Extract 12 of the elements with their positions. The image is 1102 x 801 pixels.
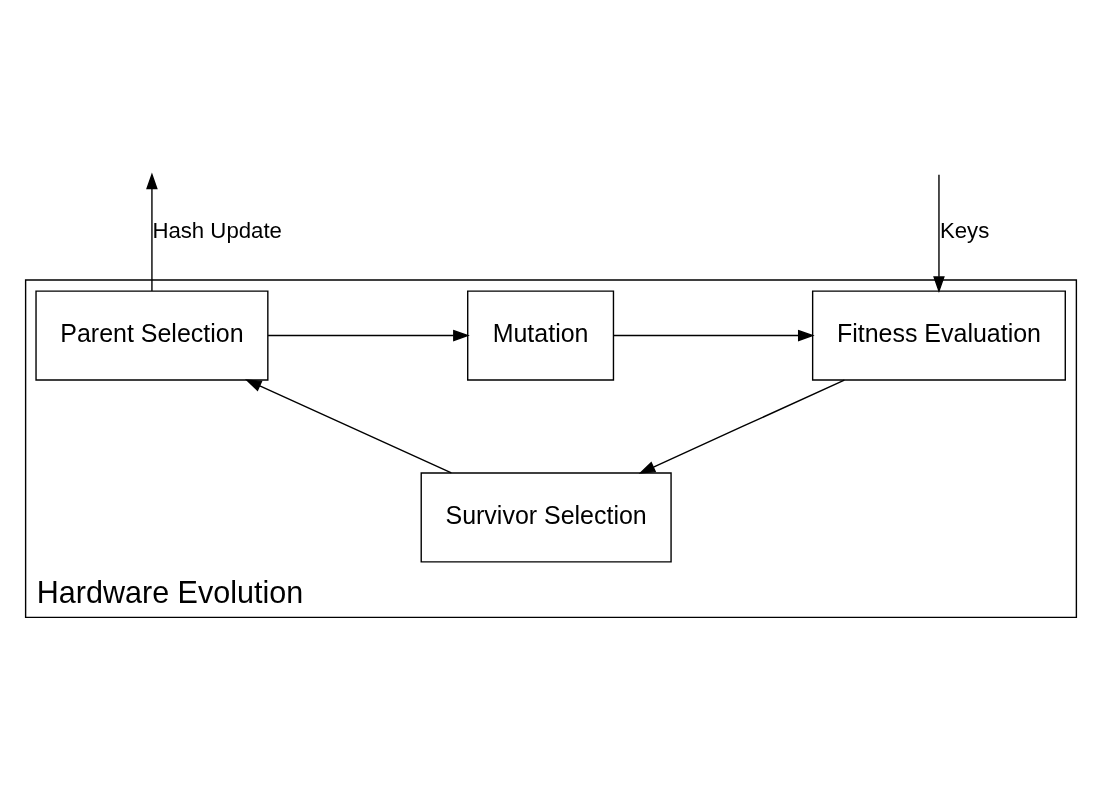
arrow [933,173,945,293]
node-box: Mutation [467,289,615,381]
arrow [613,329,815,341]
edge-label: Keys [939,217,990,243]
node-box: Parent Selection [35,289,269,381]
node-box: Survivor Selection [420,471,672,562]
arrow [146,172,158,292]
arrow [244,378,453,474]
arrow [267,329,470,341]
arrow [638,378,846,474]
node-box: Fitness Evaluation [811,289,1066,381]
edge-label: Hash Update [152,217,282,243]
